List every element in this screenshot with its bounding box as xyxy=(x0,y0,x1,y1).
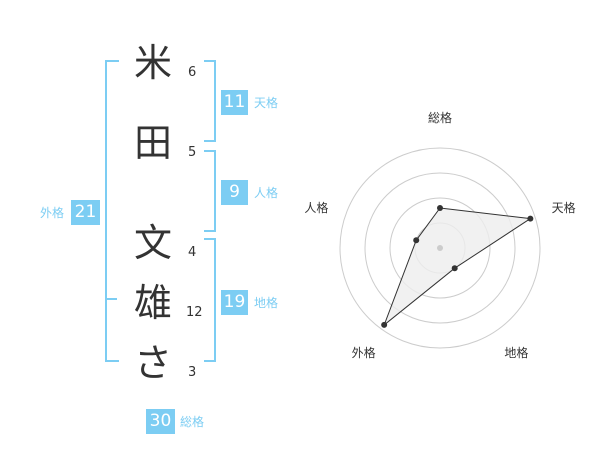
radar-ring-4 xyxy=(339,147,541,349)
radar-axis-label-1: 総格 xyxy=(428,110,452,125)
radar-point-4 xyxy=(381,321,388,328)
tenkaku-label: 天格 xyxy=(254,96,279,110)
tenkaku-bracket xyxy=(204,60,216,142)
tenkaku-value-badge: 11 xyxy=(221,90,248,115)
radar-ring-3 xyxy=(364,172,516,324)
radar-point-5 xyxy=(413,237,420,244)
radar-point-1 xyxy=(437,205,443,211)
soukaku-value-badge: 30 xyxy=(146,409,175,434)
radar-ring-2 xyxy=(389,197,491,299)
radar-point-2 xyxy=(527,215,534,222)
radar-series-polygon xyxy=(383,207,532,327)
stroke-count-3: 4 xyxy=(188,245,197,260)
radar-axis-label-5: 人格 xyxy=(304,200,328,215)
chikaku-label: 地格 xyxy=(254,296,279,310)
stroke-count-1: 6 xyxy=(188,65,197,80)
radar-point-3 xyxy=(451,265,458,272)
stroke-count-5: 3 xyxy=(188,365,197,380)
radar-points xyxy=(381,205,534,328)
jinkaku-label: 人格 xyxy=(254,186,279,200)
name-char-1: 米 xyxy=(133,41,172,85)
gaikaku-value-badge: 21 xyxy=(71,200,100,225)
name-char-3: 文 xyxy=(133,221,172,265)
stroke-count-2: 5 xyxy=(188,145,197,160)
radar-grid xyxy=(339,147,541,349)
radar-axis-label-4: 外格 xyxy=(352,345,376,360)
gaikaku-label: 外格 xyxy=(40,206,65,220)
chikaku-bracket xyxy=(204,238,216,362)
name-char-2: 田 xyxy=(133,121,172,165)
jinkaku-bracket xyxy=(204,150,216,232)
radar-center-dot xyxy=(437,245,443,251)
radar-axis-label-3: 地格 xyxy=(504,345,528,360)
gaikaku-bracket xyxy=(105,60,119,362)
stroke-count-4: 12 xyxy=(186,305,203,320)
gaikaku-inner-tick xyxy=(105,298,117,300)
chikaku-value-badge: 19 xyxy=(221,290,248,315)
name-char-4: 雄 xyxy=(133,281,172,325)
jinkaku-value-badge: 9 xyxy=(221,180,248,205)
soukaku-label: 総格 xyxy=(180,415,205,429)
name-char-5: さ xyxy=(133,341,172,385)
radar-axis-label-2: 天格 xyxy=(552,200,576,215)
